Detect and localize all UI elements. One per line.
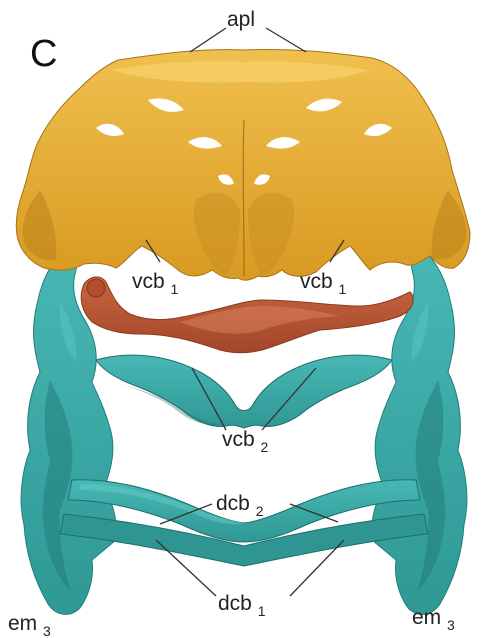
leader-apl-right [266,28,306,52]
label-em3-right: em 3 [412,606,455,633]
label-dcb1: dcb 1 [218,592,266,619]
label-subscript: 3 [43,623,51,638]
label-vcb1-left: vcb 1 [132,270,179,297]
leader-apl-left [190,28,226,52]
label-apl: apl [227,8,255,31]
panel-letter: C [30,33,57,75]
label-subscript: 2 [261,439,269,455]
label-subscript: 3 [447,617,455,633]
label-vcb1-right: vcb 1 [300,270,347,297]
label-subscript: 2 [256,503,264,519]
middle-element [81,277,413,353]
label-subscript: 1 [171,281,179,297]
label-vcb2: vcb 2 [222,428,269,455]
label-em3-left: em 3 [8,612,51,638]
label-dcb2: dcb 2 [216,492,264,519]
apl-structure [16,49,470,280]
label-subscript: 1 [258,603,266,619]
vcb2-cartilage [96,355,392,428]
label-subscript: 1 [339,281,347,297]
